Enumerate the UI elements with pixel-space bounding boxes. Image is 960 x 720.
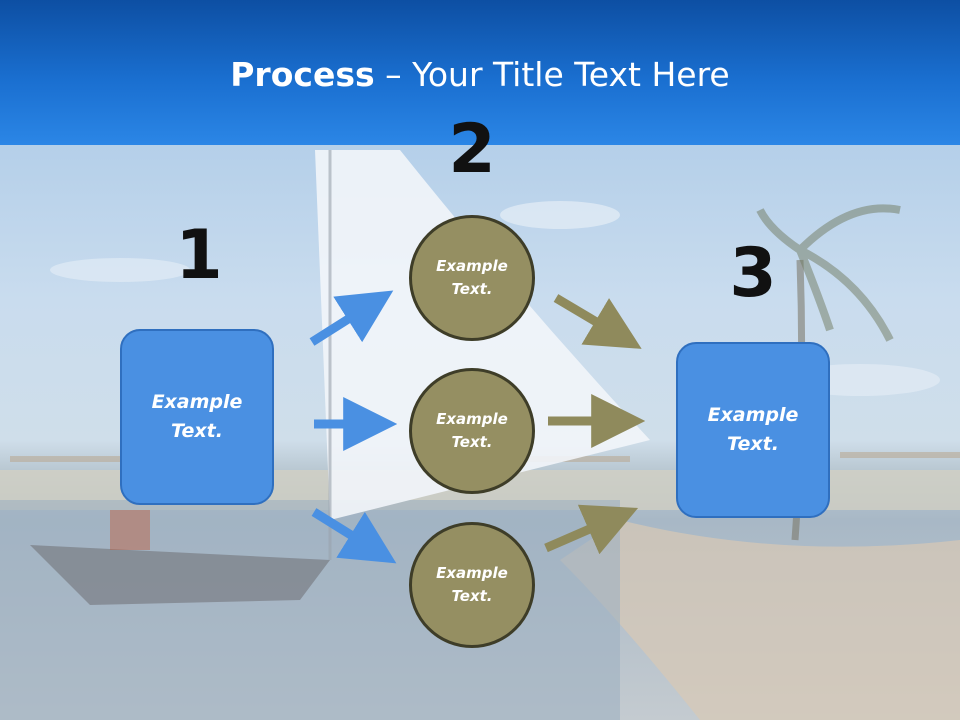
- step2-circle-top: Example Text.: [409, 215, 535, 341]
- arrow-blue-down-icon: [311, 508, 397, 564]
- step-number-3: 3: [729, 234, 777, 313]
- step2-circle-middle: Example Text.: [409, 368, 535, 494]
- arrow-olive-up-icon: [544, 504, 639, 555]
- step-number-2: 2: [448, 110, 496, 189]
- step-number-1: 1: [175, 216, 223, 295]
- step2-circle-bottom: Example Text.: [409, 522, 535, 648]
- step1-box: Example Text.: [120, 329, 274, 505]
- title-bar: [0, 0, 960, 145]
- slide-title: Process – Your Title Text Here: [0, 52, 960, 98]
- arrow-blue-up-icon: [309, 290, 394, 346]
- step3-box: Example Text.: [676, 342, 830, 518]
- title-bold-part: Process: [230, 55, 375, 94]
- title-regular-part: – Your Title Text Here: [374, 55, 730, 94]
- arrow-olive-down-icon: [553, 294, 642, 349]
